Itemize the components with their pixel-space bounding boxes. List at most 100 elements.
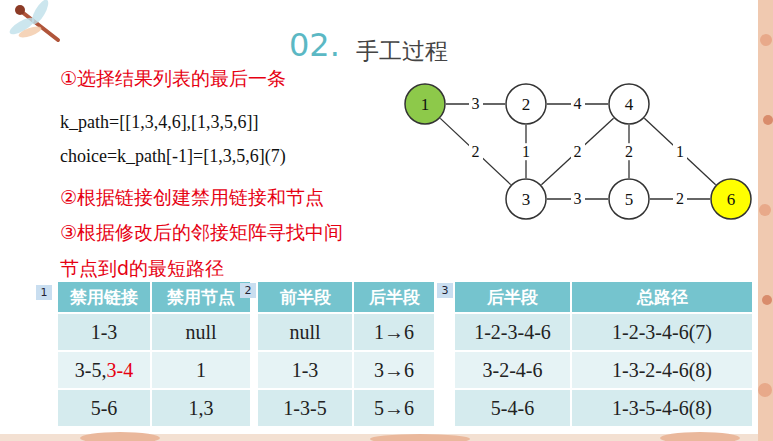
table-cell-text: 3-4 <box>107 359 134 382</box>
table-cell: 5→6 <box>354 390 434 426</box>
table-cell-text: 1-3 <box>292 359 319 382</box>
table-cell-text: null <box>185 321 216 344</box>
edge-weight: 2 <box>622 143 636 161</box>
edge-weight: 2 <box>469 143 483 161</box>
node-circle-shape <box>711 179 751 219</box>
table-cell: null <box>152 314 250 350</box>
node-text-box: 6 <box>710 178 752 220</box>
node-label: 2 <box>522 96 531 113</box>
edge-weight: 1 <box>519 143 533 161</box>
table-cell-text: 1,3 <box>189 397 214 420</box>
node-text-box: 2 <box>505 83 547 125</box>
table-cell-text: 1-3-2-4-6(8) <box>612 359 712 382</box>
node-label: 3 <box>522 191 531 208</box>
dragonfly-head <box>15 5 25 15</box>
table-cell-text: 1-3 <box>91 321 118 344</box>
table-cell: 1-3-2-4-6(8) <box>572 352 752 388</box>
dragonfly-wing <box>29 0 52 27</box>
step-note: ③根据修改后的邻接矩阵寻找中间 <box>60 220 343 246</box>
node-circle-shape <box>506 84 546 124</box>
node-circle-shape <box>506 179 546 219</box>
table-cell-text: 3-5, <box>75 359 107 382</box>
table-header-cell: 总路径 <box>572 282 752 312</box>
table-cell: 1-3-5 <box>258 390 352 426</box>
node-label: 4 <box>625 96 634 113</box>
table-header-cell: 后半段 <box>455 282 570 312</box>
graph-edge <box>440 118 510 184</box>
table-cell-text: 1-2-3-4-6(7) <box>612 321 712 344</box>
table-cell: 1-3-5-4-6(8) <box>572 390 752 426</box>
floral-dot <box>759 204 771 216</box>
table-cell-text: null <box>289 321 320 344</box>
node-text-box: 1 <box>404 83 446 125</box>
table-cell: 1 <box>152 352 250 388</box>
edge-weight: 3 <box>469 95 483 113</box>
node-text-box: 5 <box>608 178 650 220</box>
table-cell-text: 1-3-5-4-6(8) <box>612 397 712 420</box>
slide-card <box>0 0 758 434</box>
table-cell-text: 3-2-4-6 <box>483 359 543 382</box>
table-cell: 1,3 <box>152 390 250 426</box>
floral-dot <box>763 115 773 125</box>
table-cell-text: 5-4-6 <box>491 397 534 420</box>
code-line: choice=k_path[-1]=[1,3,5,6](7) <box>60 146 286 167</box>
table-cell: 1-2-3-4-6 <box>455 314 570 350</box>
table-header-cell: 前半段 <box>258 282 352 312</box>
table-header-text: 后半段 <box>369 286 420 309</box>
dragonfly-wing <box>17 24 42 40</box>
table-cell-text: 1-3-5 <box>283 397 326 420</box>
edge-weight: 3 <box>571 190 585 208</box>
table-cell: 5-6 <box>58 390 150 426</box>
step-note: ②根据链接创建禁用链接和节点 <box>60 185 324 211</box>
floral-dot <box>762 295 772 305</box>
table-header-cell: 禁用节点 <box>152 282 250 312</box>
step-note: ①选择结果列表的最后一条 <box>60 66 286 92</box>
graph-edge <box>644 118 715 184</box>
node-circle-shape <box>609 84 649 124</box>
graph-node: 3 <box>505 178 547 220</box>
graph-node: 4 <box>608 83 650 125</box>
floral-petal <box>80 432 160 441</box>
table-cell-text: 1-2-3-4-6 <box>474 321 551 344</box>
table-cell-text: 1→6 <box>374 321 414 344</box>
callout-number: 2 <box>240 283 256 298</box>
dragonfly-icon <box>7 0 58 40</box>
table-cell: 3-5,3-4 <box>58 352 150 388</box>
table-cell-text: 3→6 <box>374 359 414 382</box>
table-header-text: 总路径 <box>637 286 688 309</box>
edge-weight: 2 <box>673 190 687 208</box>
table-header-text: 禁用节点 <box>167 286 235 309</box>
node-label: 6 <box>727 191 736 208</box>
edge-line <box>440 118 510 184</box>
table-cell: 3-2-4-6 <box>455 352 570 388</box>
edge-weight: 4 <box>571 95 585 113</box>
table-cell: 5-4-6 <box>455 390 570 426</box>
table-cell-text: 5-6 <box>91 397 118 420</box>
floral-dot <box>758 383 772 397</box>
graph-node: 1 <box>404 83 446 125</box>
edge-weight: 1 <box>673 143 687 161</box>
callout-number: 3 <box>437 283 453 298</box>
edge-line <box>541 118 613 185</box>
table-cell: 1→6 <box>354 314 434 350</box>
floral-petal <box>370 434 470 441</box>
graph-node: 2 <box>505 83 547 125</box>
graph-edge <box>541 118 613 185</box>
table-header-text: 禁用链接 <box>70 286 138 309</box>
table-cell: 1-2-3-4-6(7) <box>572 314 752 350</box>
edge-line <box>644 118 715 184</box>
edge-weight: 2 <box>571 143 585 161</box>
floral-petal <box>660 432 740 441</box>
node-label: 5 <box>625 191 634 208</box>
node-text-box: 4 <box>608 83 650 125</box>
table-header-cell: 禁用链接 <box>58 282 150 312</box>
floral-strip <box>758 0 773 441</box>
callout-number: 1 <box>36 285 52 300</box>
graph-node: 5 <box>608 178 650 220</box>
table-cell: 1-3 <box>258 352 352 388</box>
step-note: 节点到d的最短路径 <box>60 256 224 282</box>
slide-title: 手工过程 <box>356 36 448 67</box>
node-text-box: 3 <box>505 178 547 220</box>
floral-dot <box>760 34 772 46</box>
